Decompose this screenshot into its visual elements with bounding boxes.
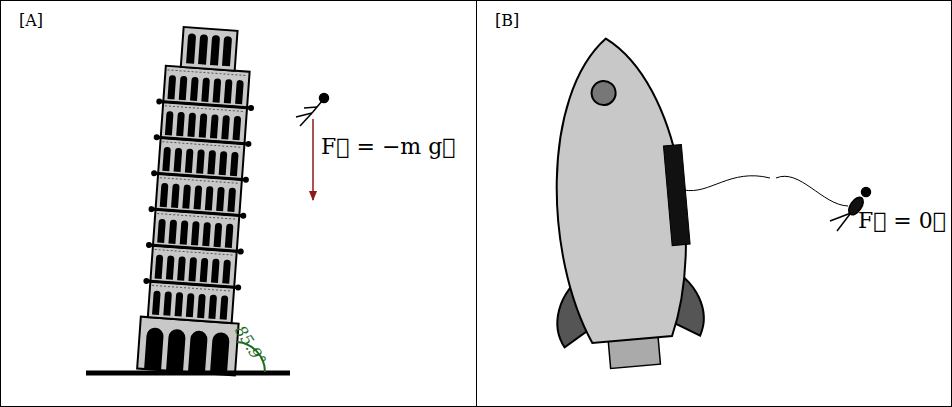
tower-window <box>207 150 216 174</box>
tower-window <box>197 294 206 318</box>
astronaut-leg <box>837 214 850 231</box>
ring-dot <box>238 248 244 254</box>
tower-ring <box>152 209 244 216</box>
panel: [B] <box>476 0 952 407</box>
ring-dot <box>235 284 241 290</box>
belfry-window <box>210 35 220 65</box>
tower-arch <box>166 329 186 372</box>
tower-window <box>235 80 244 104</box>
tower-window <box>187 113 196 137</box>
tower-window <box>186 293 195 317</box>
ring-dot <box>153 134 159 140</box>
ring-dot <box>146 242 152 248</box>
leaning-tower <box>137 25 259 375</box>
force-label: F⃗ = −m g⃗ <box>321 134 455 160</box>
tower-window <box>157 219 166 243</box>
hatch-door <box>663 144 690 245</box>
porthole <box>591 80 617 106</box>
tether <box>684 176 770 191</box>
ground-line <box>86 371 290 376</box>
tower-window <box>152 290 161 314</box>
ring-dot <box>248 105 254 111</box>
tower-window <box>191 221 200 245</box>
tower-window <box>211 259 220 283</box>
figure-leg <box>300 113 312 126</box>
tower-window <box>171 184 180 208</box>
ring-dot <box>245 141 251 147</box>
tower-window <box>196 149 205 173</box>
panel-tag: [A] <box>19 11 43 30</box>
tower-window <box>233 116 242 140</box>
ring-dot <box>243 177 249 183</box>
tower-window <box>160 183 169 207</box>
tower-window <box>219 151 228 175</box>
tower-window <box>177 256 186 280</box>
figure-arm <box>304 107 317 108</box>
rocket <box>533 32 708 373</box>
tower-window <box>180 220 189 244</box>
tower-window <box>202 222 211 246</box>
tower-ring <box>146 281 238 288</box>
tower-window <box>208 295 217 319</box>
tower-window <box>168 219 177 243</box>
astronaut-head <box>862 188 871 197</box>
tower-window <box>205 186 214 210</box>
tower-window <box>227 188 236 212</box>
tether <box>776 176 848 206</box>
belfry-window <box>186 33 196 63</box>
tower-window <box>194 185 203 209</box>
tower-window <box>188 257 197 281</box>
belfry-window <box>198 34 208 64</box>
tower-window <box>162 147 171 171</box>
tower-window <box>213 78 222 102</box>
tower-window <box>185 148 194 172</box>
tower-window <box>210 114 219 138</box>
tower-ring <box>157 137 249 144</box>
force-label: F⃗ = 0⃗ <box>858 208 946 234</box>
tower-ring <box>159 101 251 108</box>
force-arrow <box>312 119 314 200</box>
tower-window <box>199 113 208 137</box>
tower-ring <box>154 173 246 180</box>
tower-window <box>163 291 172 315</box>
ring-dot <box>148 206 154 212</box>
tower-belfry <box>181 27 238 71</box>
tower-base <box>137 317 238 376</box>
tower-window <box>225 224 234 248</box>
tower-arch <box>188 330 208 373</box>
tower-window <box>182 184 191 208</box>
tower-window <box>190 77 199 101</box>
tower-window <box>155 255 164 279</box>
tower-ring <box>149 245 241 252</box>
tower-window <box>200 258 209 282</box>
tower-window <box>216 187 225 211</box>
tower-window <box>221 115 230 139</box>
tower-window <box>175 292 184 316</box>
tower-window <box>167 75 176 99</box>
tower-arch <box>144 327 164 370</box>
belfry-window <box>222 36 232 66</box>
figure-head <box>320 94 329 103</box>
tower-window <box>174 148 183 172</box>
tower-window <box>224 79 233 103</box>
tower-window <box>176 112 185 136</box>
ring-dot <box>143 278 149 284</box>
ring-dot <box>240 212 246 218</box>
tower-window <box>230 152 239 176</box>
tower-window <box>220 295 229 319</box>
panel-tag: [B] <box>495 11 519 30</box>
tower-window <box>222 259 231 283</box>
tower-window <box>214 223 223 247</box>
tower-arch <box>210 332 230 375</box>
ring-dot <box>156 98 162 104</box>
tower-window <box>179 76 188 100</box>
tower-window <box>201 77 210 101</box>
tower-window <box>165 111 174 135</box>
tower-window <box>166 255 175 279</box>
ring-dot <box>151 170 157 176</box>
rocket-body <box>543 33 696 345</box>
